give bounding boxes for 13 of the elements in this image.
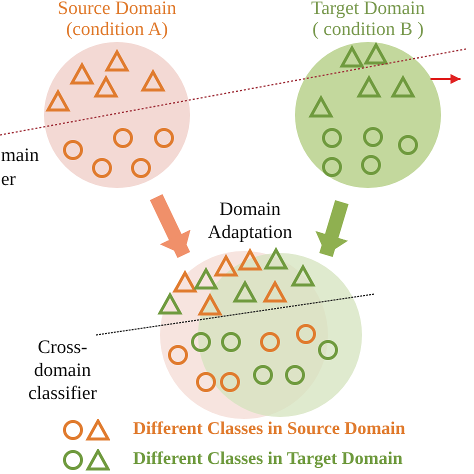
text-label: er bbox=[1, 168, 17, 191]
adaptation-arrow bbox=[315, 200, 349, 258]
text-label: main bbox=[1, 144, 40, 167]
domain-title: Target Domain bbox=[310, 0, 426, 19]
domain-subtitle: (condition A) bbox=[65, 19, 169, 40]
arrow bbox=[430, 74, 460, 84]
adaptation-arrow bbox=[150, 194, 191, 258]
legend-text: Different Classes in Target Domain bbox=[133, 448, 403, 469]
legend-text: Different Classes in Source Domain bbox=[133, 418, 406, 439]
domain-subtitle: ( condition B ) bbox=[311, 19, 425, 40]
text-label: Cross-domain classifier bbox=[27, 336, 98, 405]
domain-title: Source Domain bbox=[56, 0, 178, 19]
process-label: Domain Adaptation bbox=[206, 198, 294, 244]
